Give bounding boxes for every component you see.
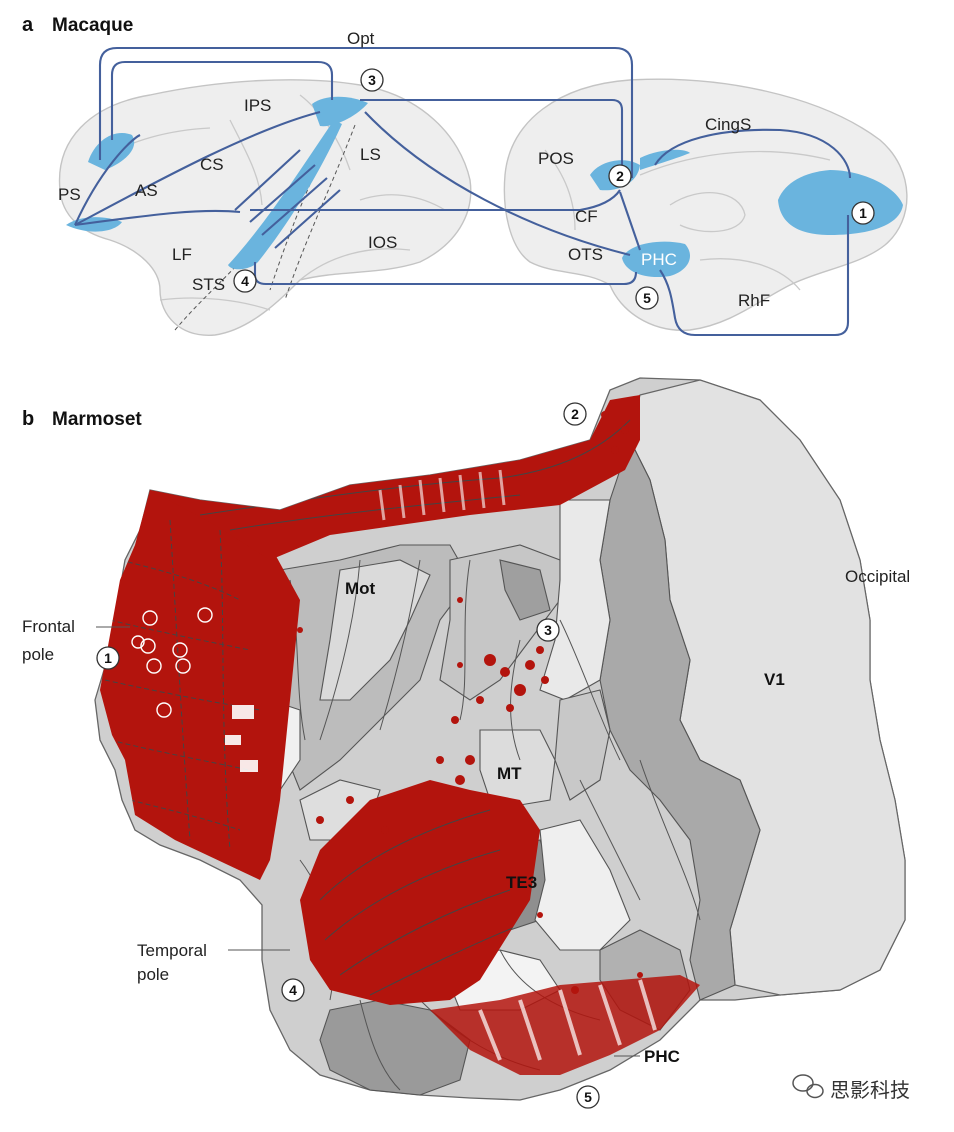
label-cs: CS (200, 155, 224, 174)
label-sts: STS (192, 275, 225, 294)
marker-a-5: 5 (635, 286, 659, 310)
svg-text:1: 1 (104, 650, 112, 666)
svg-text:4: 4 (241, 273, 249, 289)
svg-text:3: 3 (368, 72, 376, 88)
label-rhf: RhF (738, 291, 770, 310)
label-ls: LS (360, 145, 381, 164)
watermark: 思影科技 (792, 1074, 910, 1102)
panel-a-markers: 1 2 3 4 5 (233, 68, 875, 310)
label-as: AS (135, 181, 158, 200)
panel-b: b Marmoset (22, 377, 910, 1109)
label-te3: TE3 (506, 873, 537, 892)
svg-text:5: 5 (584, 1089, 592, 1105)
label-phc-b: PHC (644, 1047, 680, 1066)
label-ips: IPS (244, 96, 271, 115)
panel-a-labels: Opt IPS CS LS PS AS LF STS IOS POS CingS… (58, 29, 770, 310)
svg-text:2: 2 (616, 168, 624, 184)
label-ots: OTS (568, 245, 603, 264)
marker-a-2: 2 (608, 164, 632, 188)
watermark-text: 思影科技 (830, 1078, 910, 1102)
label-occipital: Occipital (845, 567, 910, 586)
label-ps: PS (58, 185, 81, 204)
panel-b-markers: 1 2 3 4 5 (96, 402, 600, 1109)
label-ios: IOS (368, 233, 397, 252)
svg-text:3: 3 (544, 622, 552, 638)
label-temporal-2: pole (137, 965, 169, 984)
svg-text:1: 1 (859, 205, 867, 221)
connections (74, 46, 852, 337)
region-phc (622, 241, 690, 278)
marker-a-4: 4 (233, 269, 257, 293)
marker-b-1: 1 (96, 646, 120, 670)
label-pos: POS (538, 149, 574, 168)
svg-text:5: 5 (643, 290, 651, 306)
panel-b-letter: b (22, 408, 34, 430)
medial-brain (503, 78, 908, 331)
region-sts (228, 120, 342, 270)
label-mot: Mot (345, 579, 376, 598)
marker-a-1: 1 (851, 201, 875, 225)
svg-text:4: 4 (289, 982, 297, 998)
panel-a-title: Macaque (52, 15, 133, 36)
label-cings: CingS (705, 115, 751, 134)
label-temporal-1: Temporal (137, 941, 207, 960)
marker-b-5: 5 (576, 1085, 600, 1109)
injection-sites (131, 607, 213, 718)
wechat-icon (792, 1074, 824, 1099)
label-frontal-1: Frontal (22, 617, 75, 636)
region-parietal (312, 96, 368, 127)
label-frontal-2: pole (22, 645, 54, 664)
region-cingulate (640, 149, 690, 170)
marker-b-4: 4 (281, 978, 305, 1002)
label-phc-a: PHC (641, 250, 677, 269)
label-mt: MT (497, 764, 522, 783)
marker-b-3: 3 (536, 618, 560, 642)
label-lf: LF (172, 245, 192, 264)
panel-a: a Macaque (22, 14, 908, 337)
marker-a-3: 3 (360, 68, 384, 92)
label-v1: V1 (764, 670, 785, 689)
label-cf: CF (575, 207, 598, 226)
panel-b-labels: Frontal pole Temporal pole Occipital V1 … (22, 567, 910, 1066)
label-opt: Opt (347, 29, 375, 48)
svg-text:2: 2 (571, 406, 579, 422)
panel-b-title: Marmoset (52, 409, 142, 430)
panel-a-letter: a (22, 14, 34, 36)
marker-b-2: 2 (563, 402, 587, 426)
leader-lines (96, 626, 640, 1057)
region-prefrontal-dorsal (88, 133, 135, 170)
